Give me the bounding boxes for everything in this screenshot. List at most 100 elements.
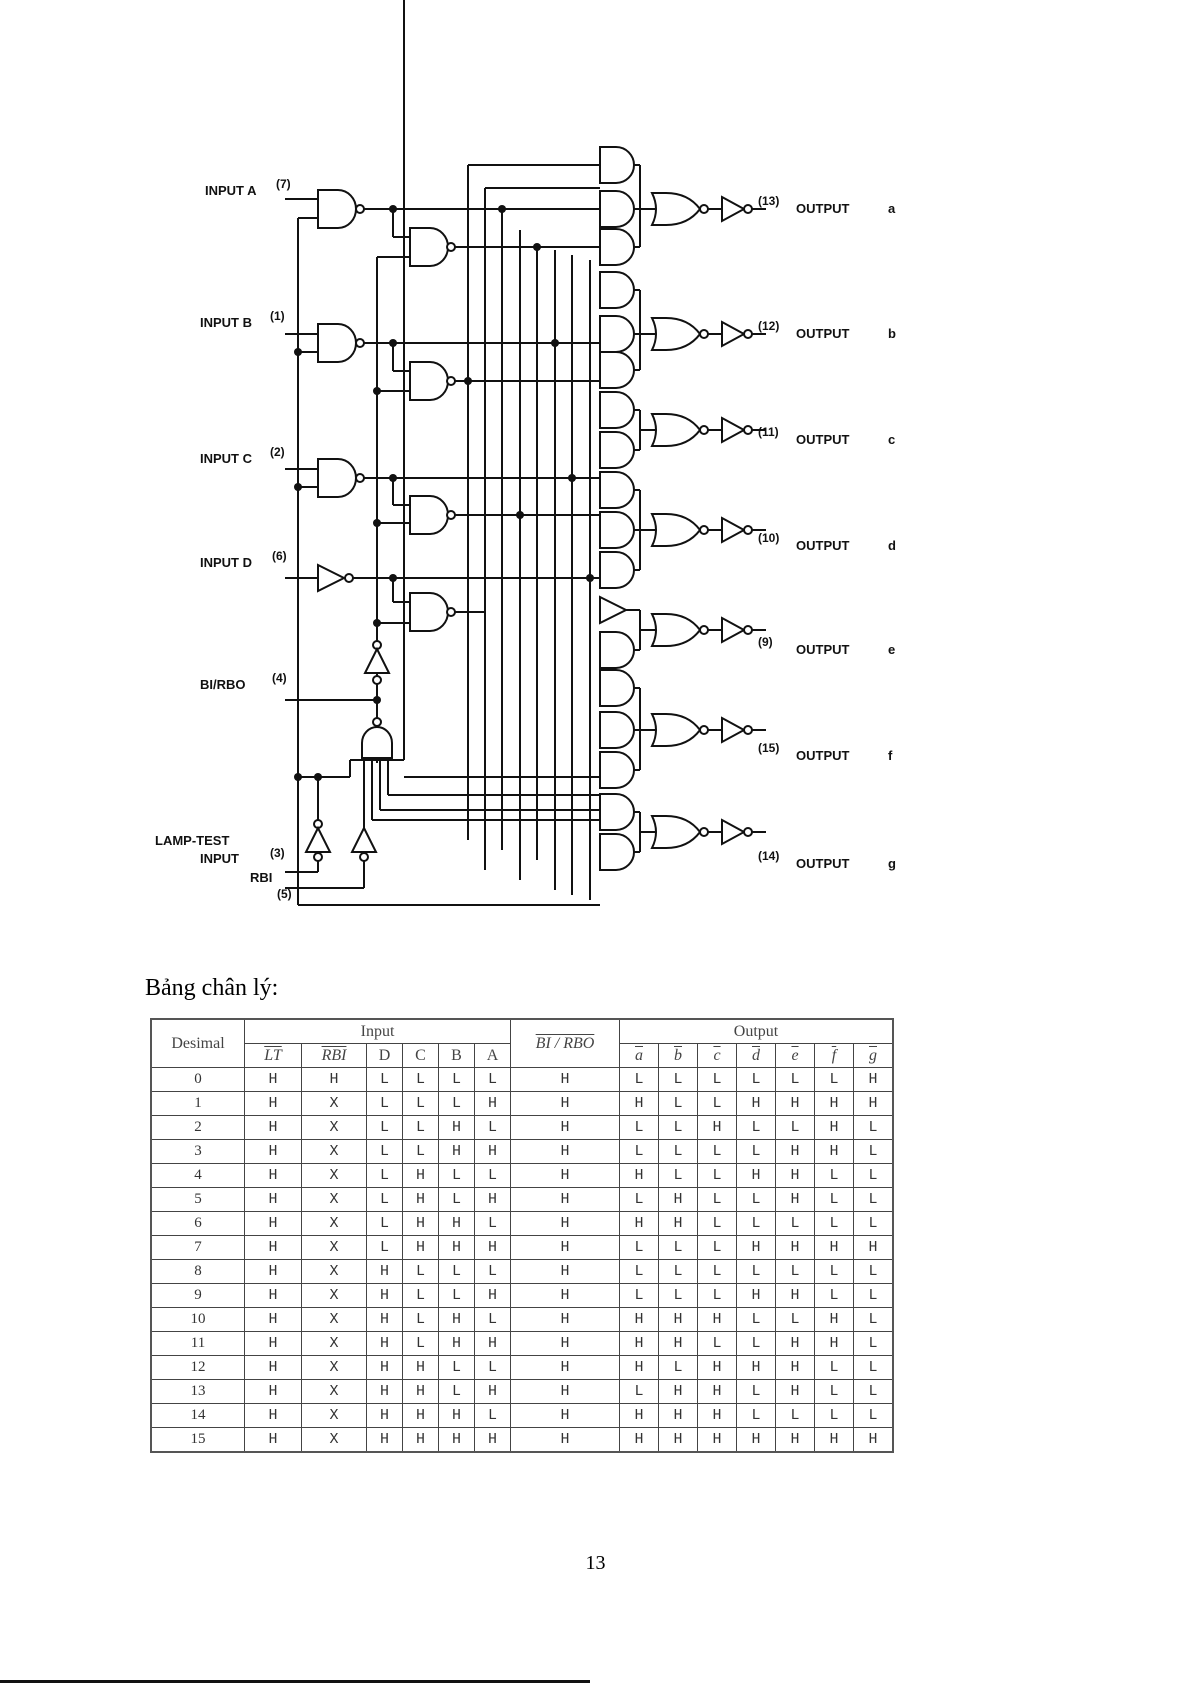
cell-output-d: H (736, 1355, 776, 1380)
cell-output-a: L (619, 1139, 659, 1164)
cell-output-g: L (853, 1331, 894, 1356)
cell-output-e: L (775, 1211, 815, 1236)
cell-input-lt: H (244, 1067, 302, 1092)
cell-output-b: H (658, 1331, 698, 1356)
cell-output-a: H (619, 1355, 659, 1380)
cell-output-e: H (775, 1331, 815, 1356)
cell-output-e: L (775, 1259, 815, 1284)
and-gate (599, 751, 635, 789)
cell-output-a: L (619, 1187, 659, 1212)
cell-output-d: H (736, 1163, 776, 1188)
table-header-row-1: Desimal Input BI / RBO Output (150, 1018, 894, 1068)
cell-decimal: 12 (150, 1355, 245, 1380)
cell-input-a: H (474, 1379, 511, 1404)
cell-bi-rbo: H (510, 1283, 620, 1308)
header-input-d: D (366, 1043, 403, 1068)
and-gate (599, 711, 635, 749)
header-input-a: A (474, 1043, 511, 1068)
cell-decimal: 4 (150, 1163, 245, 1188)
cell-output-b: L (658, 1283, 698, 1308)
cell-output-b: H (658, 1187, 698, 1212)
cell-input-d: L (366, 1091, 403, 1116)
cell-input-rbi: X (301, 1307, 367, 1332)
cell-output-a: H (619, 1307, 659, 1332)
output-f-pin: (15) (758, 741, 779, 755)
output-c-label: OUTPUT (796, 432, 850, 447)
cell-output-a: H (619, 1091, 659, 1116)
cell-output-a: L (619, 1067, 659, 1092)
cell-output-e: H (775, 1187, 815, 1212)
cell-output-g: L (853, 1163, 894, 1188)
cell-output-g: H (853, 1235, 894, 1260)
cell-input-rbi: X (301, 1403, 367, 1428)
cell-input-d: L (366, 1139, 403, 1164)
cell-output-g: L (853, 1115, 894, 1140)
cell-input-c: L (402, 1259, 439, 1284)
cell-output-f: L (814, 1259, 854, 1284)
cell-output-g: L (853, 1211, 894, 1236)
cell-input-c: L (402, 1115, 439, 1140)
cell-bi-rbo: H (510, 1211, 620, 1236)
cell-output-a: L (619, 1283, 659, 1308)
cell-decimal: 7 (150, 1235, 245, 1260)
header-bi-rbo: BI / RBO (510, 1018, 620, 1068)
cell-input-a: L (474, 1307, 511, 1332)
cell-output-a: L (619, 1259, 659, 1284)
cell-output-b: L (658, 1163, 698, 1188)
cell-output-b: L (658, 1235, 698, 1260)
cell-input-d: L (366, 1235, 403, 1260)
cell-output-a: H (619, 1211, 659, 1236)
cell-decimal: 14 (150, 1403, 245, 1428)
cell-output-c: H (697, 1427, 737, 1453)
bi-rbo-pin: (4) (272, 671, 287, 685)
cell-input-lt: H (244, 1355, 302, 1380)
cell-input-lt: H (244, 1163, 302, 1188)
output-b-pin: (12) (758, 319, 779, 333)
cell-output-e: H (775, 1235, 815, 1260)
cell-input-a: L (474, 1115, 511, 1140)
page-number: 13 (585, 1552, 606, 1574)
rbi-label: RBI (250, 870, 272, 885)
output-a-segment: a (888, 201, 896, 216)
nor-gate (650, 413, 702, 447)
cell-input-c: H (402, 1403, 439, 1428)
cell-input-a: L (474, 1259, 511, 1284)
cell-output-f: L (814, 1211, 854, 1236)
and-gate (599, 431, 635, 469)
cell-output-d: L (736, 1403, 776, 1428)
cell-decimal: 5 (150, 1187, 245, 1212)
cell-input-rbi: X (301, 1187, 367, 1212)
cell-input-d: H (366, 1331, 403, 1356)
cell-bi-rbo: H (510, 1187, 620, 1212)
cell-input-b: H (438, 1403, 475, 1428)
cell-output-f: H (814, 1115, 854, 1140)
cell-output-a: L (619, 1235, 659, 1260)
cell-output-c: L (697, 1331, 737, 1356)
cell-input-lt: H (244, 1259, 302, 1284)
cell-input-b: L (438, 1379, 475, 1404)
cell-output-f: H (814, 1427, 854, 1453)
cell-output-b: L (658, 1259, 698, 1284)
cell-output-a: H (619, 1331, 659, 1356)
output-inverter (721, 195, 747, 223)
header-output-d: d (736, 1043, 776, 1068)
cell-output-a: H (619, 1403, 659, 1428)
output-a-pin: (13) (758, 194, 779, 208)
cell-bi-rbo: H (510, 1355, 620, 1380)
cell-input-d: L (366, 1163, 403, 1188)
cell-output-b: L (658, 1139, 698, 1164)
cell-bi-rbo: H (510, 1163, 620, 1188)
cell-input-b: L (438, 1259, 475, 1284)
cell-input-d: H (366, 1355, 403, 1380)
cell-input-lt: H (244, 1331, 302, 1356)
cell-output-f: H (814, 1331, 854, 1356)
cell-input-a: L (474, 1211, 511, 1236)
cell-input-rbi: X (301, 1427, 367, 1453)
